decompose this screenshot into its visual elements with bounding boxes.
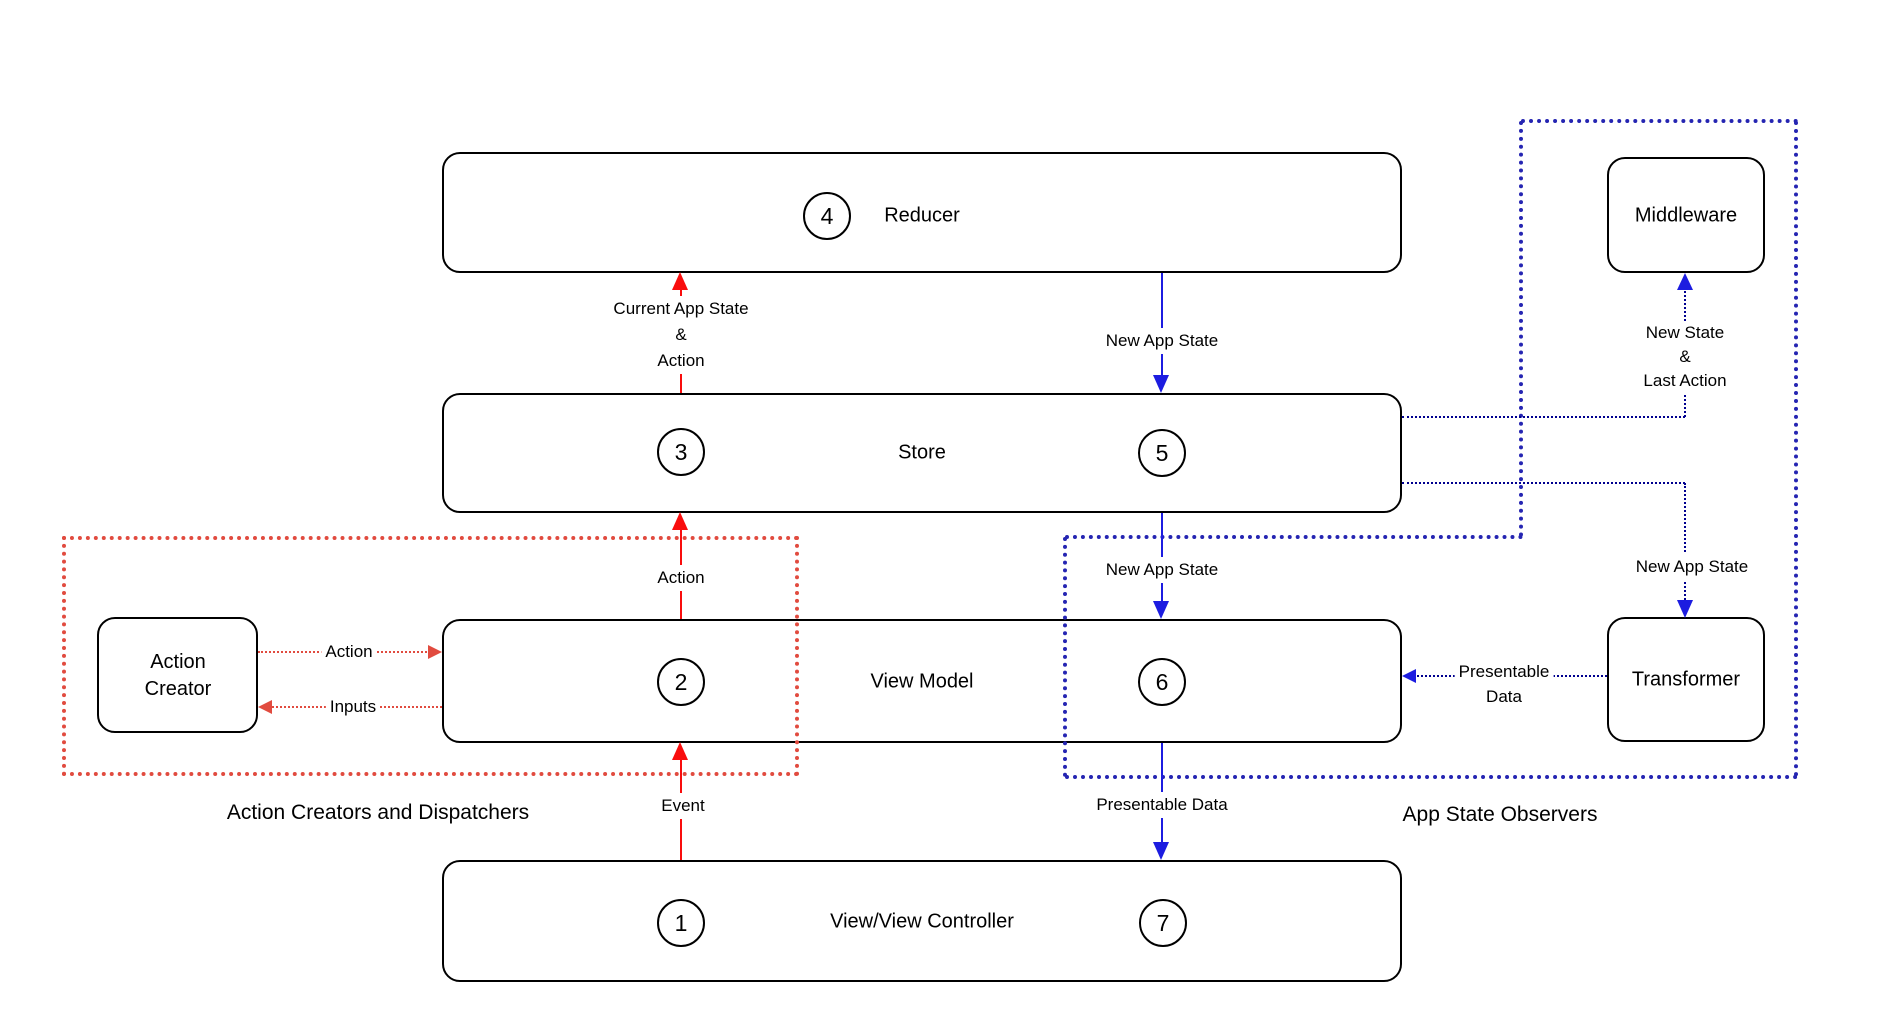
label-presentable-data-right: Presentable Data — [1454, 659, 1554, 709]
step-circle-5: 5 — [1138, 429, 1186, 477]
step-circle-6: 6 — [1138, 658, 1186, 706]
view-model-box — [442, 619, 1402, 743]
middleware-label: Middleware — [1634, 204, 1738, 227]
step-circle-3: 3 — [657, 428, 705, 476]
reducer-box — [442, 152, 1402, 273]
path-store-to-transformer-horizontal — [1402, 482, 1685, 484]
transformer-box — [1607, 617, 1765, 742]
observers-region-outline-bottom — [1065, 775, 1798, 779]
observers-region-outline-step-top — [1065, 535, 1523, 539]
arrowhead-store-to-reducer — [672, 272, 688, 290]
view-controller-box — [442, 860, 1402, 982]
label-current-app-state-action: Current App State & Action — [609, 296, 753, 374]
step-circle-7: 7 — [1139, 899, 1187, 947]
label-action: Action — [653, 565, 709, 591]
path-store-to-middleware-horizontal — [1402, 416, 1685, 418]
label-new-app-state-top: New App State — [1101, 328, 1223, 354]
action-creator-box — [97, 617, 258, 733]
label-new-state-last-action: New State & Last Action — [1639, 321, 1731, 393]
label-action-dispatch: Action — [321, 639, 377, 665]
arrow-reducer-to-store — [1161, 273, 1163, 376]
arrowhead-view-model-to-view — [1153, 842, 1169, 860]
arrowhead-store-to-view-model — [1153, 601, 1169, 619]
label-event: Event — [657, 793, 709, 819]
step-circle-4: 4 — [803, 192, 851, 240]
path-store-to-transformer-vertical — [1684, 483, 1686, 600]
transformer-label: Transformer — [1631, 668, 1741, 691]
step-circle-2: 2 — [657, 658, 705, 706]
arrowhead-store-to-transformer — [1677, 600, 1693, 618]
step-circle-1: 1 — [657, 899, 705, 947]
label-new-app-state-right: New App State — [1631, 554, 1753, 580]
action-creator-label: Action Creator — [144, 651, 212, 700]
observers-region-outline-top — [1521, 119, 1798, 123]
observers-region-label: App State Observers — [1402, 803, 1598, 826]
middleware-box — [1607, 157, 1765, 273]
view-model-label: View Model — [870, 670, 974, 693]
store-box — [442, 393, 1402, 513]
observers-region-outline-left — [1063, 537, 1067, 777]
arrowhead-view-to-view-model — [672, 742, 688, 760]
arrowhead-transformer-to-view-model — [1402, 669, 1416, 683]
arrowhead-action-creator-to-view-model — [428, 645, 442, 659]
view-controller-label: View/View Controller — [830, 910, 1014, 933]
store-label: Store — [898, 441, 946, 464]
observers-region-outline-mid — [1519, 121, 1523, 537]
arrowhead-view-model-to-store — [672, 512, 688, 530]
arrowhead-reducer-to-store — [1153, 375, 1169, 393]
dispatchers-region-label: Action Creators and Dispatchers — [226, 801, 530, 824]
label-inputs: Inputs — [325, 694, 381, 720]
arrowhead-store-to-middleware — [1677, 273, 1693, 290]
label-new-app-state-mid: New App State — [1101, 557, 1223, 583]
reducer-label: Reducer — [884, 204, 960, 227]
label-presentable-data-bottom: Presentable Data — [1092, 792, 1232, 818]
arrowhead-view-model-to-action-creator — [258, 700, 272, 714]
dispatchers-region-outline — [62, 536, 799, 776]
observers-region-outline-right — [1794, 121, 1798, 777]
